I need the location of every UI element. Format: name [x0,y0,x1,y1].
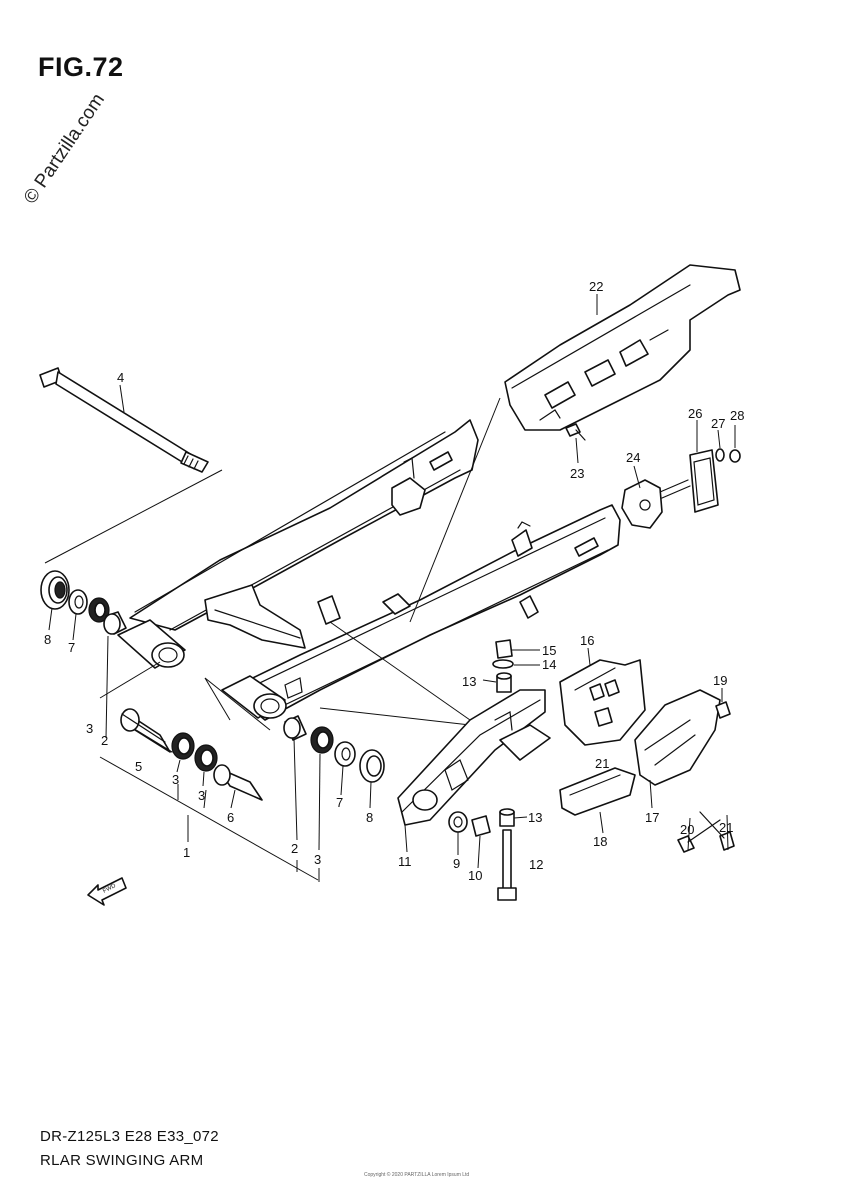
bushing-lower [283,715,307,741]
seal-lower [359,749,385,783]
bolt-12 [497,829,517,901]
washer-lower [334,741,356,767]
bearing-lower-2 [194,744,218,772]
callout-28: 28 [730,408,744,423]
bearing-lower-1 [171,732,195,760]
washer-left [68,589,88,615]
spacer-tube [120,708,173,753]
callout-25: 24 [626,450,640,465]
callout-8-upper: 8 [44,632,51,647]
bushing-left [103,611,127,635]
model-code: DR-Z125L3 E28 E33_072 [40,1128,219,1145]
callout-5: 5 [135,759,142,774]
figure-subtitle: RLAR SWINGING ARM [40,1152,204,1169]
pivot-seal-left [40,570,70,610]
callout-3-c: 3 [198,788,205,803]
spacer-short [213,764,263,801]
bolt-20 [677,819,721,853]
callout-11: 11 [398,854,412,869]
chain-guide-upper [559,659,646,746]
chain-adjuster-plate [621,479,691,529]
callout-3-left: 3 [86,721,93,736]
callout-22: 21 [595,756,609,771]
nut-28 [729,449,741,463]
callout-13-lower: 13 [528,810,542,825]
callout-6: 6 [227,810,234,825]
callout-26: 26 [688,406,702,421]
chain-buffer [397,689,551,826]
bolt-19 [715,701,731,719]
washer-9 [448,811,468,833]
callout-9: 9 [453,856,460,871]
pivot-bolt [39,367,209,473]
callout-2-left: 2 [101,733,108,748]
callout-13-upper: 13 [462,674,476,689]
nut-15 [495,639,513,659]
swing-arm [117,419,621,721]
figure-title: FIG.72 [38,52,124,82]
callout-14: 14 [542,657,556,672]
collar-13-lower [499,808,515,827]
callout-8-lower: 8 [366,810,373,825]
callout-4: 4 [117,370,124,385]
bearing-left [88,597,110,623]
callout-16: 16 [580,633,594,648]
chain-case-bolt [565,423,586,441]
chain-guide-rubber [559,767,636,816]
callout-17: 17 [645,810,659,825]
washer-27 [715,448,725,462]
rubber-cushion [689,449,719,513]
bolt-21 [699,811,735,851]
callout-27: 27 [711,416,725,431]
fine-print: Copyright © 2020 PARTZILLA Lorem Ipsum L… [364,1172,470,1178]
callout-23: 22 [589,279,603,294]
callout-15: 15 [542,643,556,658]
callout-2-lower: 2 [291,841,298,856]
callout-12: 12 [529,857,543,872]
callout-7-lower: 7 [336,795,343,810]
chain-guide-plate [634,689,721,786]
callout-19: 19 [713,673,727,688]
callout-1: 1 [183,845,190,860]
callout-3-b: 3 [172,772,179,787]
callout-7-upper: 7 [68,640,75,655]
washer-14 [492,659,514,669]
chain-case-upper [504,264,741,431]
bearing-lower-3 [310,726,334,754]
callout-21: 21 [719,820,733,835]
callout-24: 23 [570,466,584,481]
callout-10: 10 [468,868,482,883]
fwd-arrow-icon: FWD [87,877,127,906]
callout-18: 18 [593,834,607,849]
collar-13 [496,672,512,693]
callout-3-d: 3 [314,852,321,867]
nut-10 [471,815,491,837]
callout-20: 20 [680,822,694,837]
